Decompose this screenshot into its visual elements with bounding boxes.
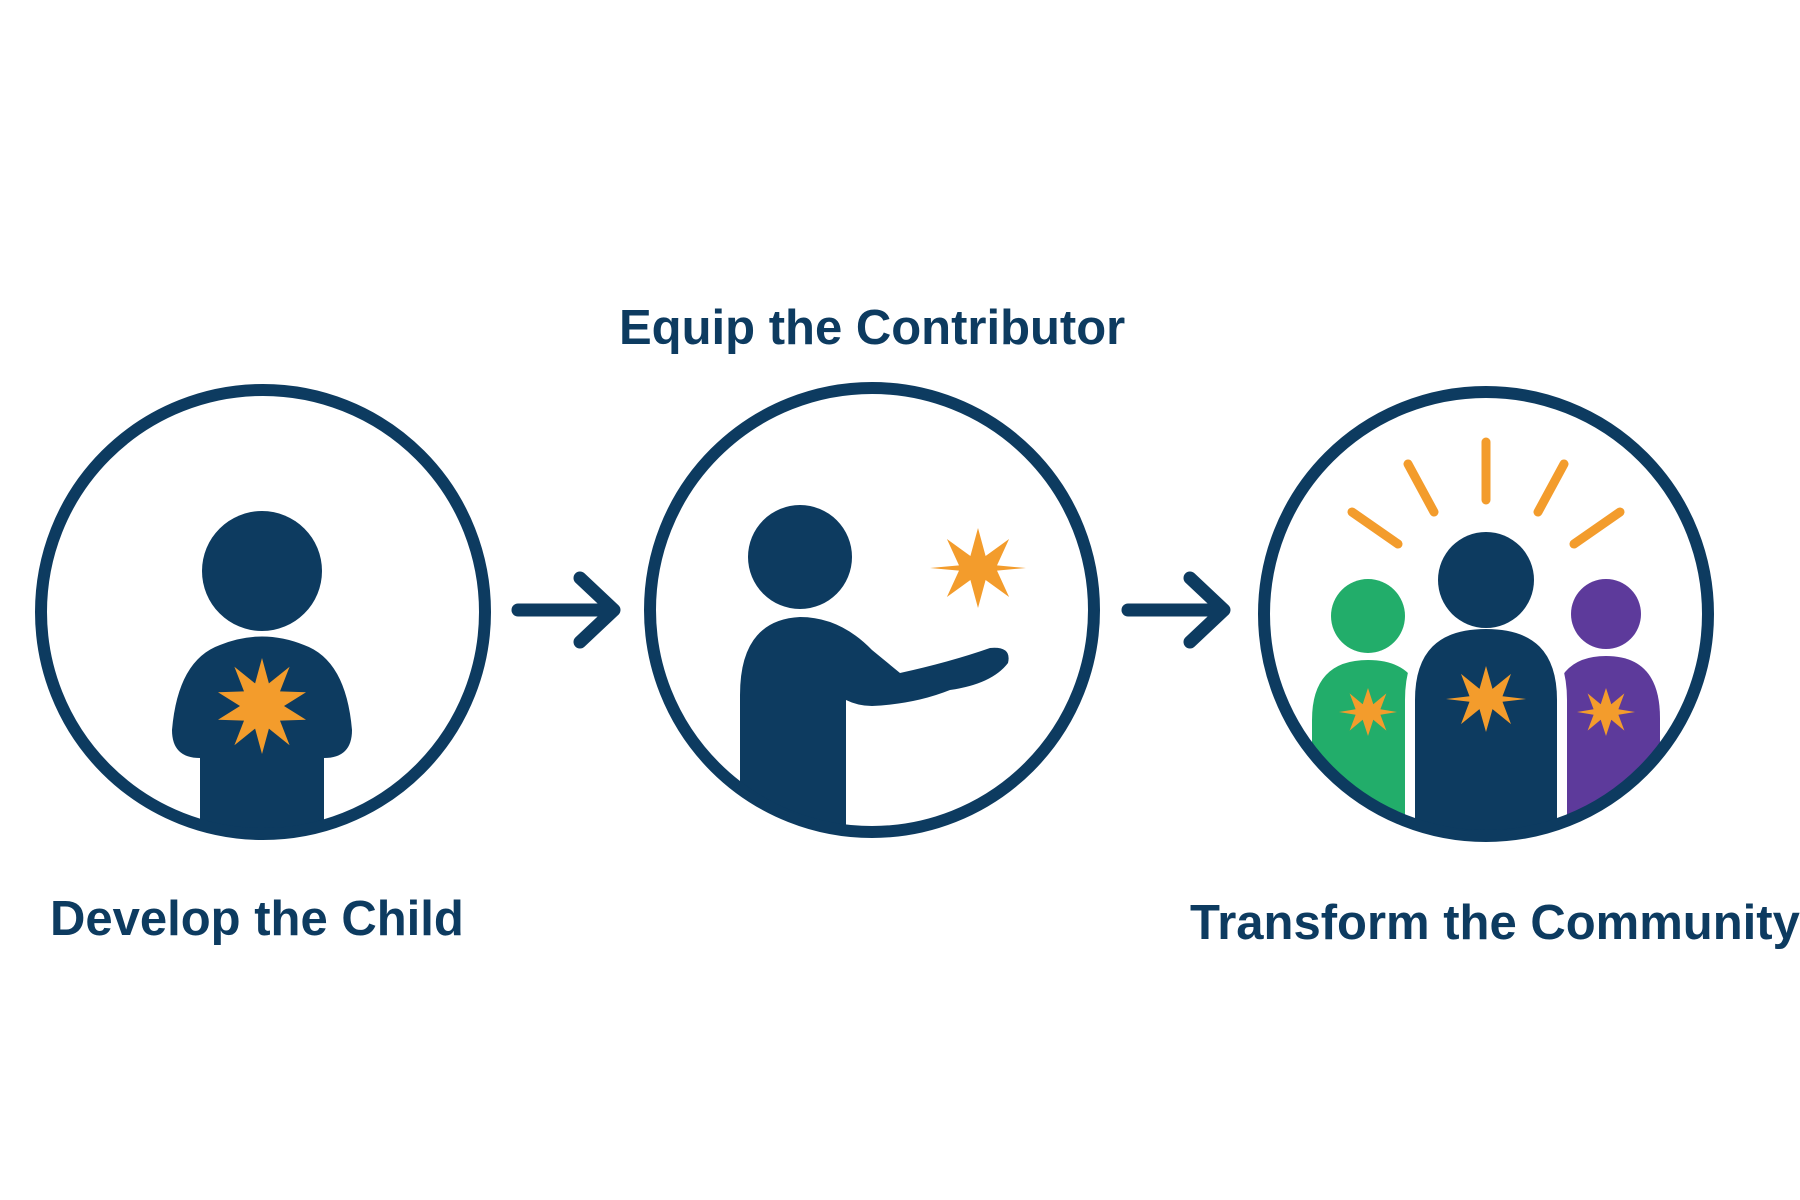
step-1-circle — [35, 384, 491, 840]
step-2-label: Equip the Contributor — [619, 301, 1126, 355]
child-figure — [172, 511, 352, 834]
step-1-icon — [35, 384, 491, 840]
step-2-icon — [644, 382, 1100, 838]
step-3-icon — [1258, 386, 1714, 842]
green-person-star-icon — [1339, 688, 1397, 736]
heart-star-icon — [218, 658, 306, 754]
arrow-right-icon — [1121, 571, 1231, 649]
step-1-label: Develop the Child — [50, 892, 464, 946]
navy-person-head — [1438, 532, 1534, 628]
child-head — [202, 511, 322, 631]
navy-person-star-icon — [1446, 666, 1526, 732]
step-3-circle — [1258, 386, 1714, 842]
purple-person-star-icon — [1577, 688, 1635, 736]
offered-star-icon — [930, 528, 1026, 608]
purple-person-head — [1571, 579, 1641, 649]
step-2-circle — [644, 382, 1100, 838]
community-group — [1312, 437, 1660, 836]
contributor-figure — [740, 505, 1026, 832]
radiance-lines — [1347, 437, 1625, 549]
step-3-label: Transform the Community — [1190, 896, 1800, 950]
contributor-body — [740, 617, 1009, 832]
green-person-head — [1331, 579, 1405, 653]
arrow-right-icon — [511, 571, 621, 649]
contributor-head — [748, 505, 852, 609]
